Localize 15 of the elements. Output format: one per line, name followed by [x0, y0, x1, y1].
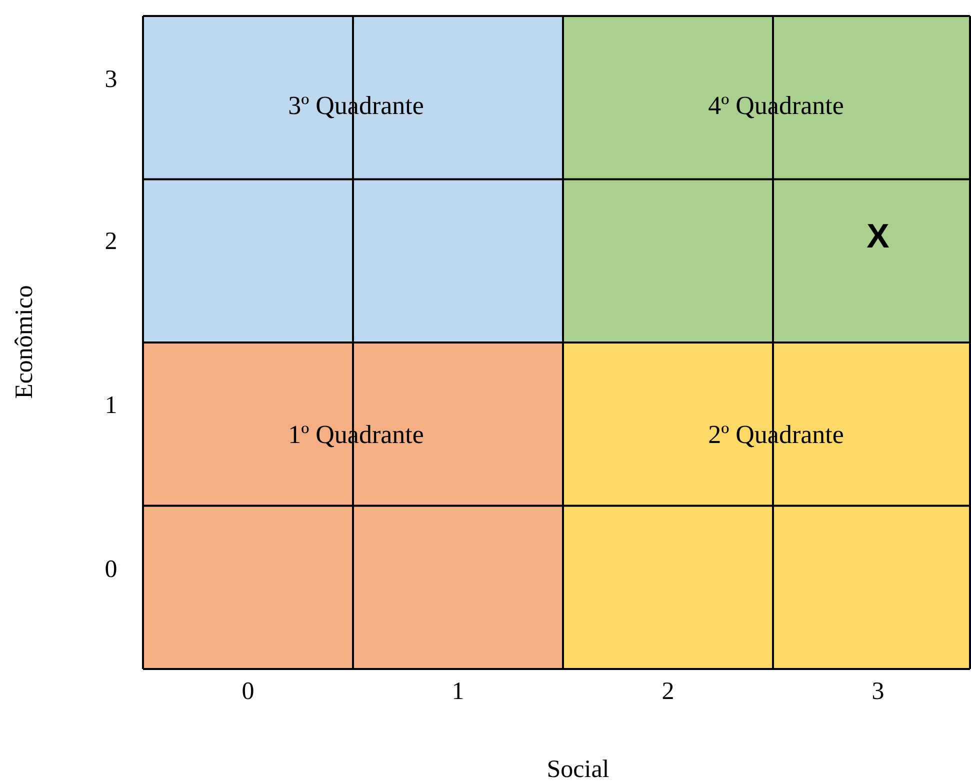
axis-tick-label: 3 [872, 678, 884, 706]
quadrant-area [143, 342, 563, 669]
quadrant-area [563, 342, 970, 669]
axis-tick-label: 0 [242, 678, 254, 706]
axis-tick-label: 2 [104, 228, 118, 256]
axis-tick-label: 0 [104, 556, 118, 584]
quadrant-area [143, 16, 563, 342]
axis-tick-label: 1 [104, 392, 118, 420]
point-marker: X [866, 218, 890, 256]
quadrant-area [563, 16, 970, 342]
axis-tick-label: 2 [662, 678, 674, 706]
axis-tick-label: 1 [452, 678, 464, 706]
axis-title: Econômico [11, 285, 39, 399]
axis-tick-label: 3 [104, 66, 118, 94]
axis-title: Social [546, 756, 610, 783]
